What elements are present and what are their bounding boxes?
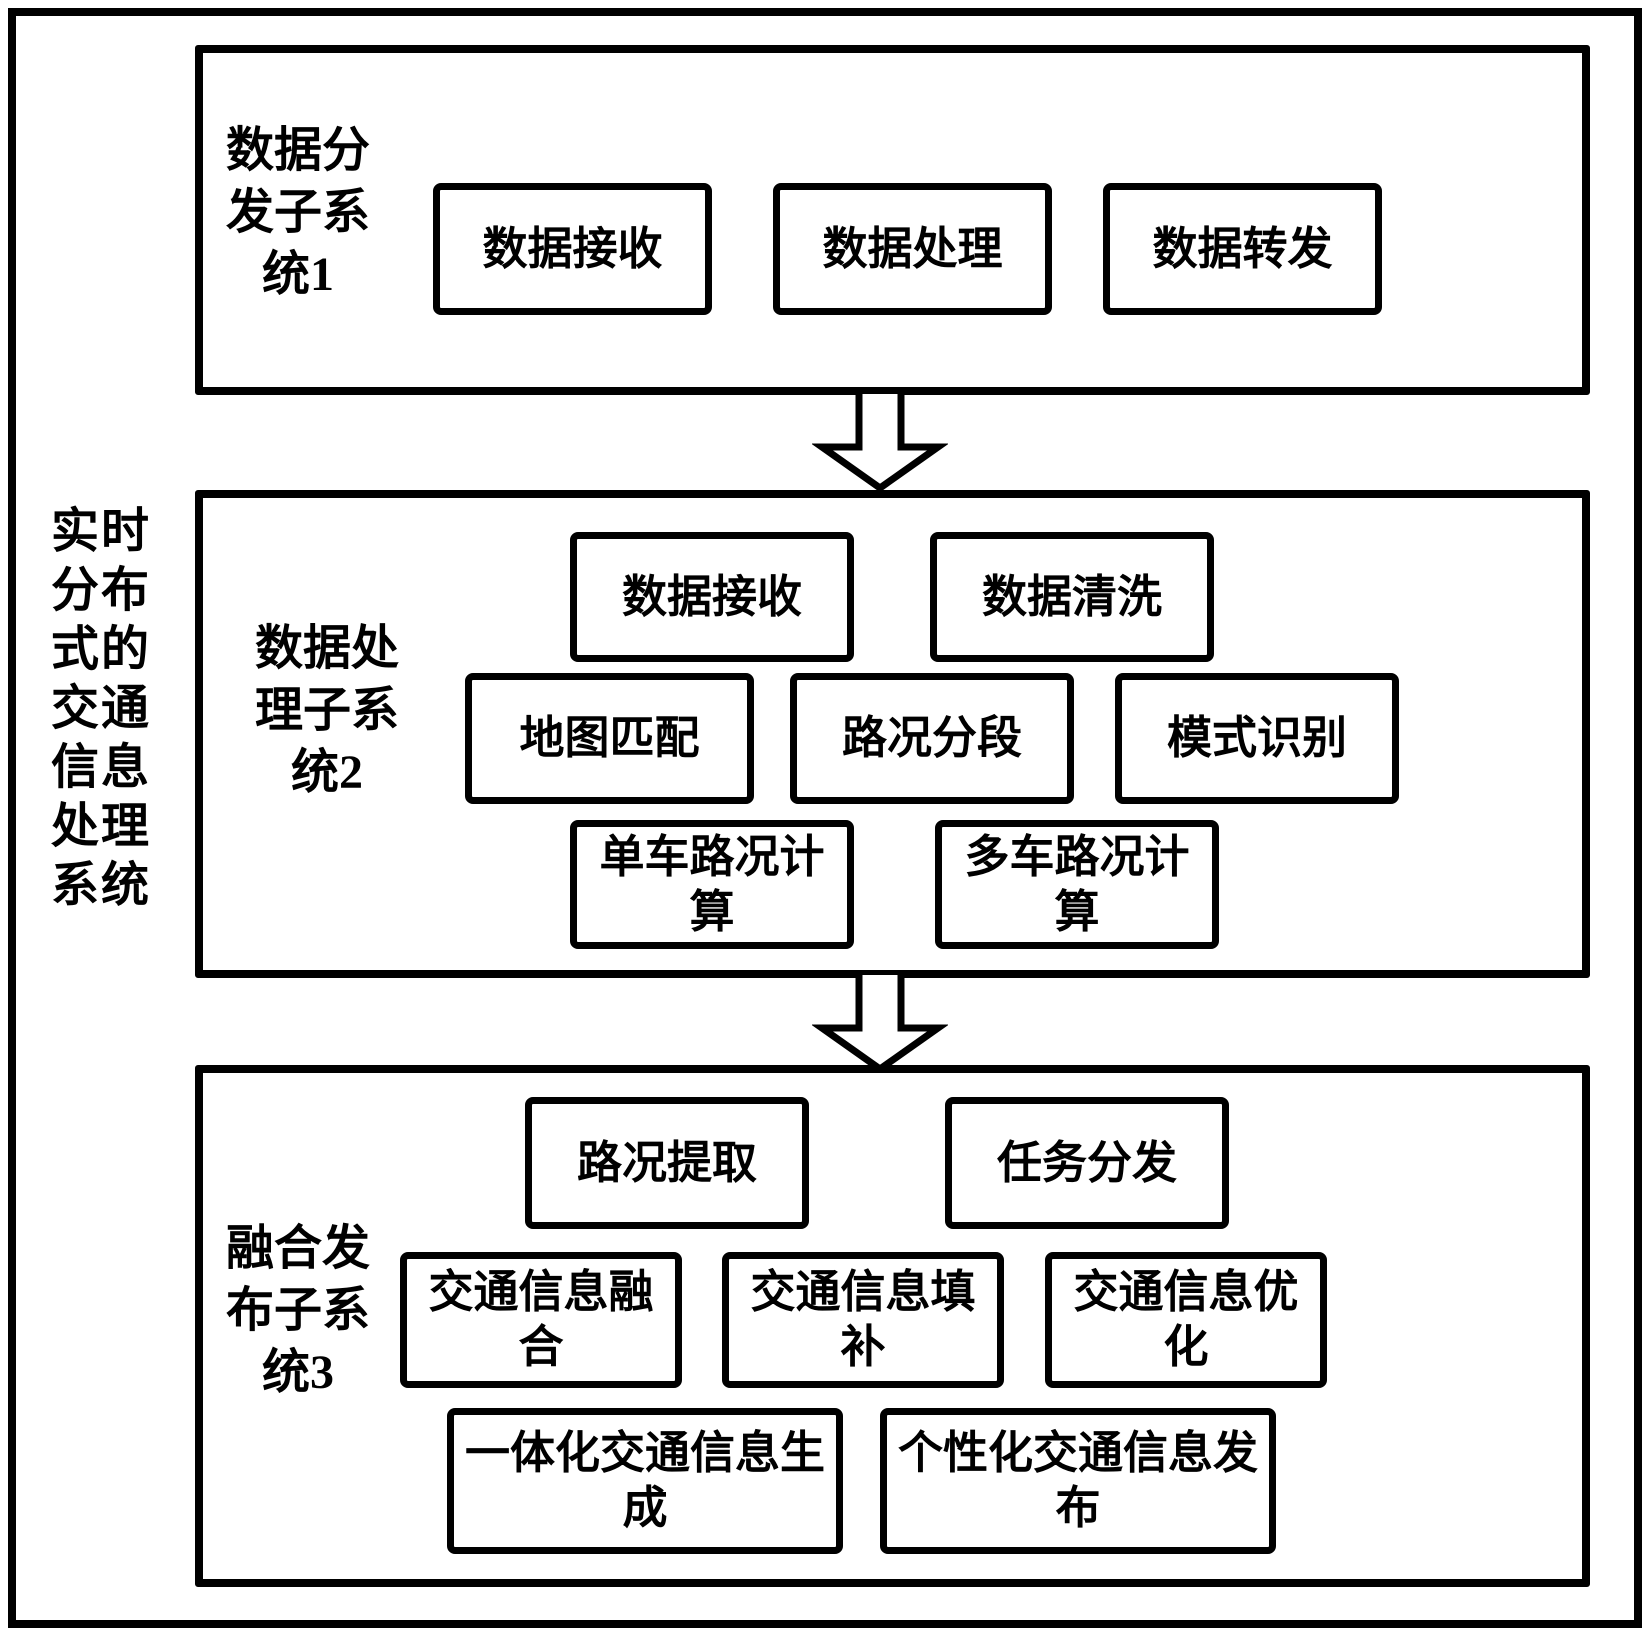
module-traffic-info-optimization: 交通信息优 化 [1045,1252,1327,1388]
subsystem-2-data-processing-box: 数据处 理子系 统2 数据接收 数据清洗 地图匹配 路况分段 模式识别 单车路况… [195,490,1590,978]
module-data-receiving-2: 数据接收 [570,532,854,662]
down-arrow-icon [812,394,948,491]
module-map-matching: 地图匹配 [465,673,754,804]
module-data-forwarding: 数据转发 [1103,183,1382,315]
down-arrow-icon [812,975,948,1072]
down-arrow-shape [812,394,948,491]
module-data-cleaning: 数据清洗 [930,532,1214,662]
subsystem-1-label: 数据分 发子系 统1 [225,124,370,301]
module-data-receiving-1: 数据接收 [433,183,712,315]
subsystem-3-label: 融合发 布子系 统3 [225,1222,370,1399]
module-road-condition-extraction: 路况提取 [525,1097,809,1229]
module-data-processing: 数据处理 [773,183,1052,315]
down-arrow-shape [812,975,948,1072]
module-traffic-info-filling: 交通信息填 补 [722,1252,1004,1388]
module-traffic-info-fusion: 交通信息融 合 [400,1252,682,1388]
module-road-condition-segmentation: 路况分段 [790,673,1074,804]
module-pattern-recognition: 模式识别 [1115,673,1399,804]
module-integrated-traffic-info-generation: 一体化交通信息生 成 [447,1408,843,1554]
system-title: 实时 分布 式的 交通 信息 处理 系统 [50,505,151,912]
subsystem-1-data-distribution-box: 数据分 发子系 统1 数据接收 数据处理 数据转发 [195,45,1590,395]
module-personalized-traffic-info-publishing: 个性化交通信息发 布 [880,1408,1276,1554]
subsystem-3-fusion-publishing-box: 融合发 布子系 统3 路况提取 任务分发 交通信息融 合 交通信息填 补 交通信… [195,1065,1590,1587]
subsystem-2-label: 数据处 理子系 统2 [254,622,399,799]
module-multi-vehicle-road-condition-calc: 多车路况计 算 [935,820,1219,949]
module-single-vehicle-road-condition-calc: 单车路况计 算 [570,820,854,949]
module-task-distribution: 任务分发 [945,1097,1229,1229]
